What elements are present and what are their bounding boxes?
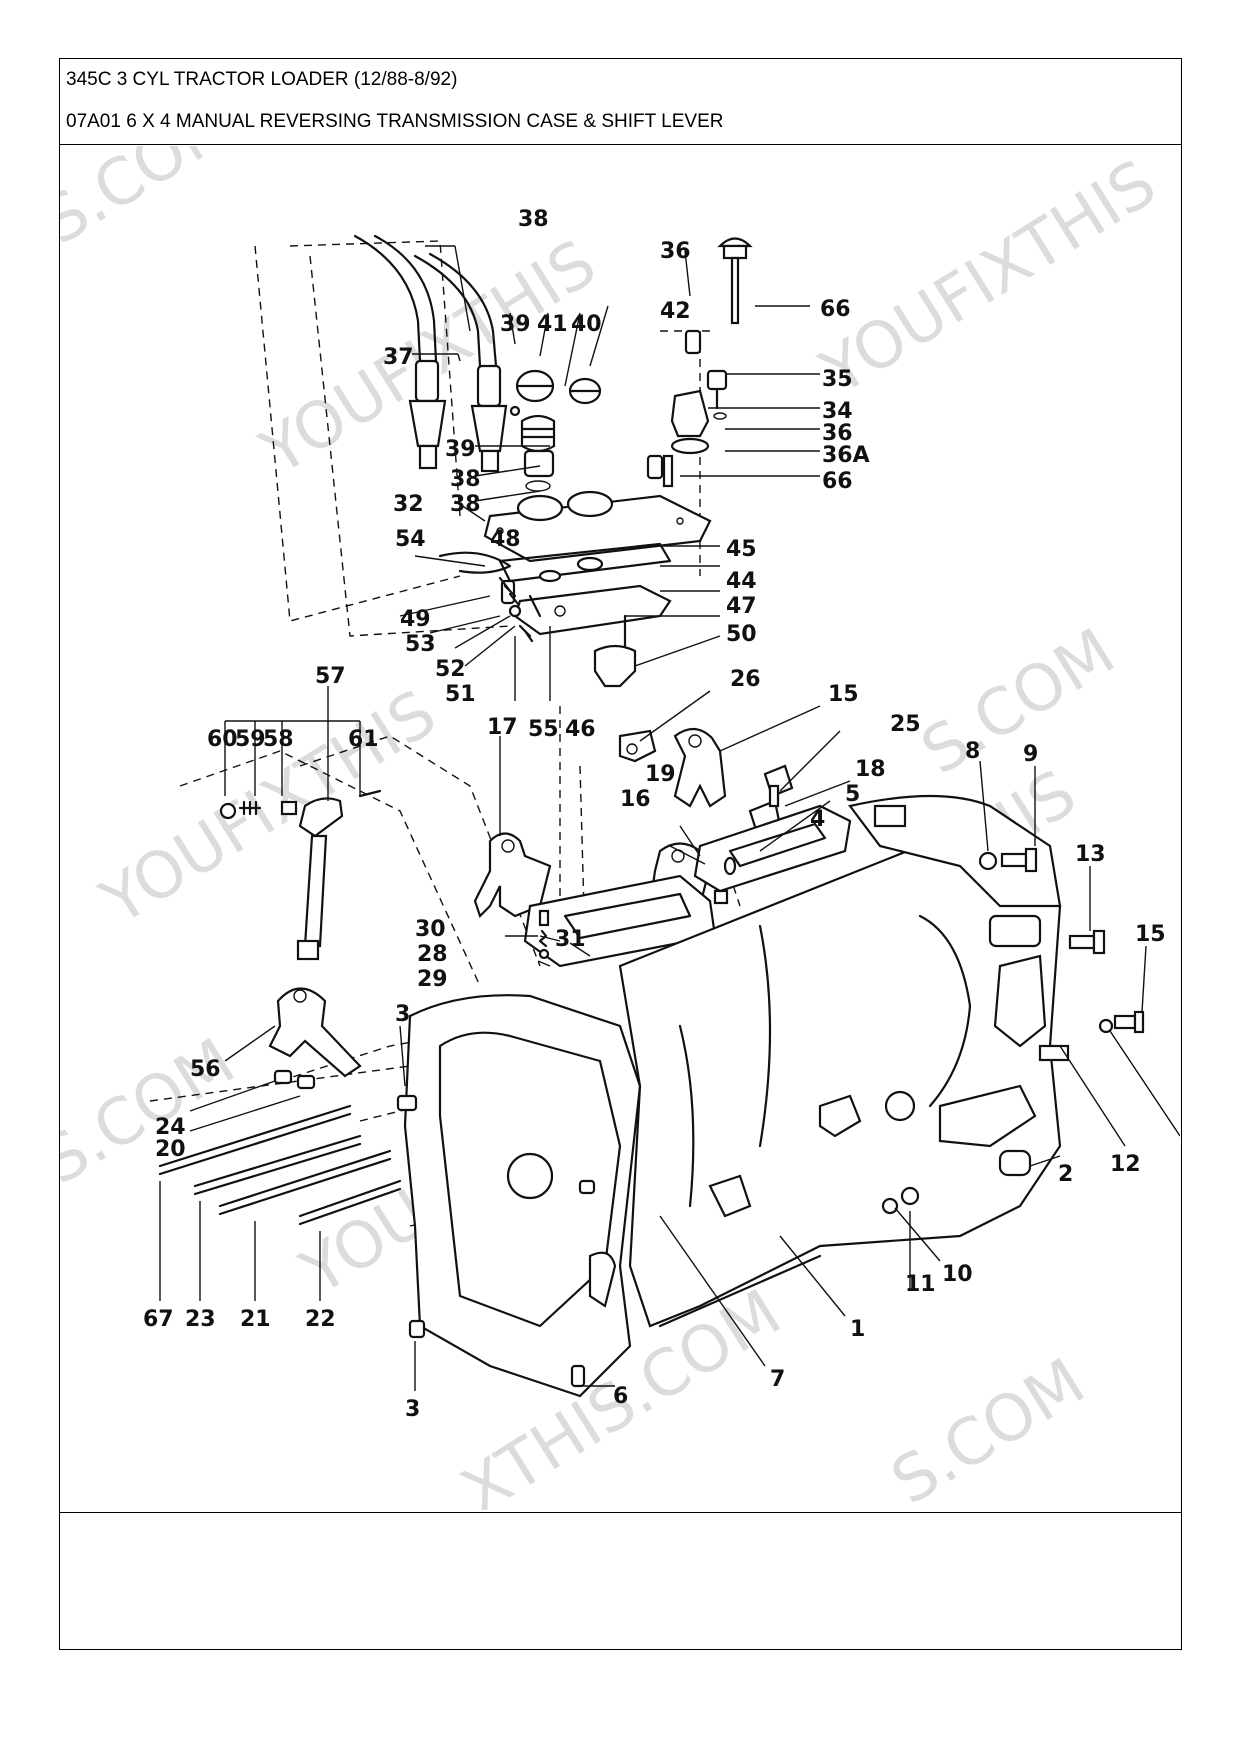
rails-and-fasteners <box>158 784 1032 1388</box>
callout-5: 5 <box>845 782 860 807</box>
callout-18: 17 <box>487 715 518 740</box>
callout-26: 25 <box>890 712 921 737</box>
callout-27: 26 <box>730 667 761 692</box>
callout-45: 42 <box>660 299 691 324</box>
callout-20: 19 <box>645 762 676 787</box>
callout-35: 36A <box>822 443 870 468</box>
callout-50: 48 <box>490 527 521 552</box>
callout-64: 61 <box>348 727 379 752</box>
callout-10: 10 <box>942 1262 973 1287</box>
right-bolts <box>881 847 1145 1215</box>
callout-61: 59 <box>235 727 266 752</box>
callout-25: 24 <box>155 1115 186 1140</box>
section-title: 07A01 6 X 4 MANUAL REVERSING TRANSMISSIO… <box>66 111 724 132</box>
interlock-plate <box>438 551 672 688</box>
diagram-canvas: YOUFIXTHIS YOUFIXTHIS YOUFIXTHIS YOUFIXT… <box>60 146 1180 1510</box>
callout-46: 44 <box>726 569 757 594</box>
callout-14: 14 <box>1178 1139 1180 1164</box>
callout-40: 39 <box>500 312 531 337</box>
callout-58: 56 <box>190 1057 221 1082</box>
callout-30: 30 <box>415 917 446 942</box>
callout-12: 12 <box>1110 1152 1141 1177</box>
watermark-text: S.COM <box>879 1345 1097 1510</box>
callout-36a: 36 <box>660 239 691 264</box>
watermark-text: S.COM <box>909 615 1127 790</box>
transmission-case <box>403 794 1062 1398</box>
callout-4: 4 <box>810 807 825 832</box>
knobs-and-boots <box>509 369 602 492</box>
callout-17: 16 <box>620 787 651 812</box>
shift-levers <box>353 234 508 473</box>
callout-1: 1 <box>850 1317 865 1342</box>
callout-43: 40 <box>571 312 602 337</box>
callout-36: 36 <box>822 421 853 446</box>
callout-15: 15 <box>1135 922 1166 947</box>
header-divider <box>60 144 1181 145</box>
watermark-text: S.COM <box>60 1025 248 1200</box>
callout-52: 50 <box>726 622 757 647</box>
callout-49: 47 <box>726 594 757 619</box>
footer-divider <box>60 1512 1181 1513</box>
watermark-text: YOUFIXTHIS <box>808 147 1169 411</box>
callout-59: 57 <box>315 664 346 689</box>
watermark-text: YOUFIXTHIS <box>88 677 449 941</box>
callout-7: 7 <box>770 1367 785 1392</box>
callout-8: 8 <box>965 739 980 764</box>
shift-cover <box>483 490 712 583</box>
callout-48: 46 <box>565 717 596 742</box>
callout-62: 60 <box>207 727 238 752</box>
callout-32: 32 <box>393 492 424 517</box>
callout-22: 21 <box>240 1307 271 1332</box>
callout-55: 53 <box>405 632 436 657</box>
callout-2: 2 <box>1058 1162 1073 1187</box>
callout-38: 38 <box>518 207 549 232</box>
leader-lines <box>159 245 1180 1391</box>
callout-11: 11 <box>905 1272 936 1297</box>
callout-51: 49 <box>400 607 431 632</box>
callout-16: 15 <box>828 682 859 707</box>
page-frame: 345C 3 CYL TRACTOR LOADER (12/88-8/92) 0… <box>59 58 1182 1650</box>
model-title: 345C 3 CYL TRACTOR LOADER (12/88-8/92) <box>66 69 458 90</box>
callout-47: 45 <box>726 537 757 562</box>
callout-labels: 38 36 66 42 37 39 41 40 35 34 36 36A 66 … <box>143 207 1180 1422</box>
callout-28: 28 <box>417 942 448 967</box>
callout-3b: 3 <box>405 1397 420 1422</box>
callout-56: 54 <box>395 527 426 552</box>
callout-33: 34 <box>822 399 853 424</box>
callout-54: 52 <box>435 657 466 682</box>
callout-65: 67 <box>143 1307 174 1332</box>
callout-42: 39 <box>445 437 476 462</box>
callout-31: 31 <box>555 927 586 952</box>
callout-13: 13 <box>1075 842 1106 867</box>
callout-66: 66 <box>820 297 851 322</box>
cover-bolts <box>646 237 753 488</box>
watermark-text: S.COM <box>60 146 248 260</box>
callout-67: 66 <box>822 469 853 494</box>
callout-60: 58 <box>263 727 294 752</box>
exploded-parts-diagram: YOUFIXTHIS YOUFIXTHIS YOUFIXTHIS YOUFIXT… <box>60 146 1180 1510</box>
callout-24: 23 <box>185 1307 216 1332</box>
callout-21: 20 <box>155 1137 186 1162</box>
callout-41: 38 <box>450 467 481 492</box>
callout-37: 37 <box>383 345 414 370</box>
callout-39: 38 <box>450 492 481 517</box>
detent-parts <box>498 576 534 643</box>
callout-19: 18 <box>855 757 886 782</box>
callout-57: 55 <box>528 717 559 742</box>
callout-53: 51 <box>445 682 476 707</box>
callout-34: 35 <box>822 367 853 392</box>
callout-23: 22 <box>305 1307 336 1332</box>
callout-29: 29 <box>417 967 448 992</box>
callout-3: 3 <box>395 1002 410 1027</box>
callout-9: 9 <box>1023 742 1038 767</box>
callout-44: 41 <box>537 312 568 337</box>
callout-6: 6 <box>613 1384 628 1409</box>
shift-arm-assembly <box>219 789 382 1078</box>
